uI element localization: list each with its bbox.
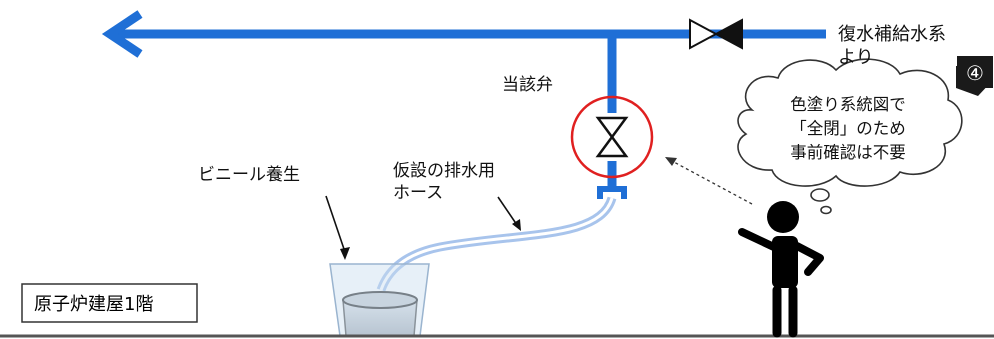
valve-label: 当該弁	[502, 75, 553, 95]
gate-valve-icon	[595, 116, 629, 140]
subject-valve	[570, 95, 654, 179]
valve-highlight-circle	[570, 95, 654, 179]
thought-line-2: 「全閉」のため	[790, 119, 906, 138]
isolation-valve-right-half	[713, 18, 743, 50]
hose-label-1: 仮設の排水用	[393, 161, 495, 181]
isolation-valve-left-half	[689, 18, 719, 50]
bucket	[329, 263, 430, 337]
thought-cloud	[737, 58, 963, 215]
drain-hose	[376, 196, 617, 292]
isolation-valve	[689, 18, 743, 50]
text-labels: 復水補給水系 より 当該弁 ビニール養生 仮設の排水用 ホース 原子炉建屋1階 …	[34, 24, 984, 315]
vinyl-label: ビニール養生	[198, 165, 300, 185]
arrow-left-icon	[101, 10, 143, 58]
gate-valve-lower-half	[595, 134, 629, 158]
label-pointers	[325, 195, 521, 260]
outlet-nozzle	[597, 186, 627, 199]
person-pointing-icon	[738, 201, 824, 338]
thought-line-3: 事前確認は不要	[790, 143, 906, 162]
gaze-line	[665, 157, 753, 205]
floor-label: 原子炉建屋1階	[34, 294, 153, 315]
floor-label-box	[21, 283, 198, 323]
supply-line-label-2: より	[838, 47, 874, 68]
step-badge-number: ④	[966, 61, 984, 85]
hose-label-2: ホース	[393, 183, 443, 203]
vinyl-cover	[329, 263, 430, 337]
bucket-rim	[342, 291, 418, 309]
branch-pipe	[597, 34, 627, 199]
thought-line-1: 色塗り系統図で	[790, 94, 906, 114]
supply-line-label-1: 復水補給水系	[838, 24, 946, 45]
step-badge	[956, 56, 993, 96]
